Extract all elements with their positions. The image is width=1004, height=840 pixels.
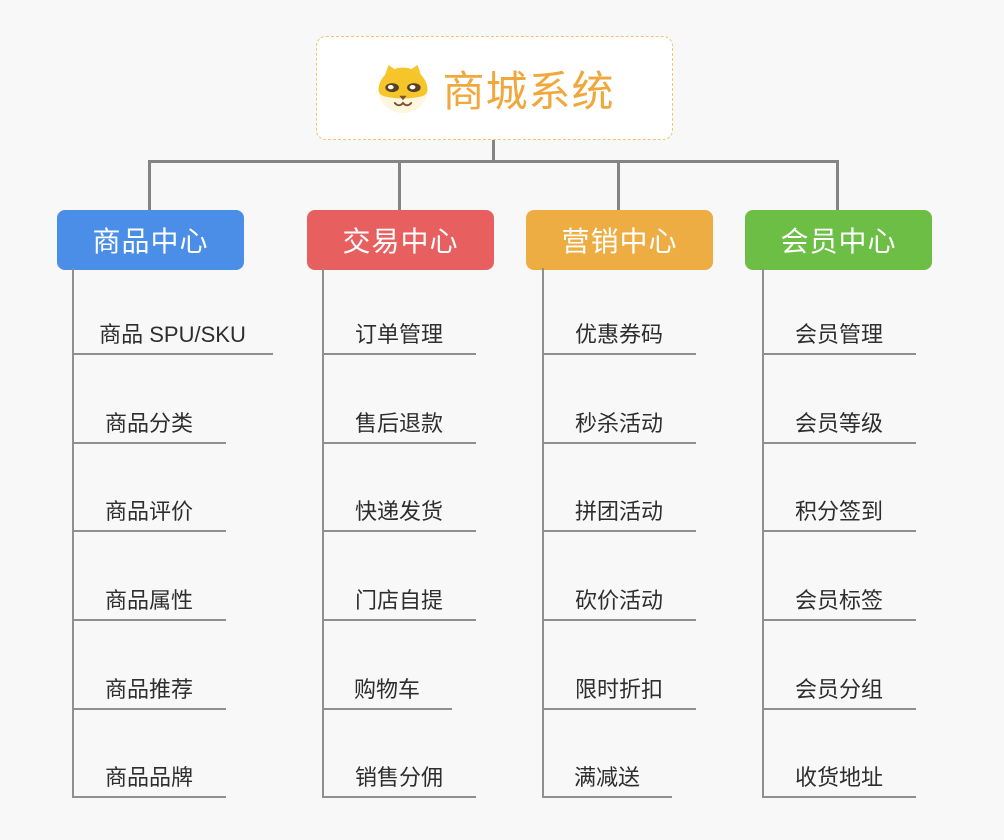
leaf-item[interactable]: 售后退款 <box>322 406 476 444</box>
leaf-label: 订单管理 <box>354 322 443 347</box>
leaf-item[interactable]: 会员标签 <box>762 583 916 621</box>
leaf-label: 门店自提 <box>354 588 443 613</box>
leaf-label: 商品分类 <box>104 411 193 436</box>
trunk-line-4 <box>762 268 764 798</box>
connector-drop-3 <box>617 160 620 210</box>
connector-drop-1 <box>148 160 151 210</box>
leaf-item[interactable]: 商品评价 <box>72 494 226 532</box>
leaf-label: 积分签到 <box>794 499 883 524</box>
leaf-item[interactable]: 限时折扣 <box>542 672 696 710</box>
leaf-label: 会员标签 <box>794 588 883 613</box>
leaf-label: 秒杀活动 <box>574 411 663 436</box>
connector-root-stem <box>492 140 495 163</box>
root-title: 商城系统 <box>442 67 615 115</box>
leaf-item[interactable]: 销售分佣 <box>322 760 476 798</box>
leaf-label: 砍价活动 <box>574 588 663 613</box>
leaf-label: 商品评价 <box>104 499 193 524</box>
leaf-item[interactable]: 拼团活动 <box>542 494 696 532</box>
leaf-label: 销售分佣 <box>354 765 443 790</box>
leaf-item[interactable]: 积分签到 <box>762 494 916 532</box>
leaf-item[interactable]: 门店自提 <box>322 583 476 621</box>
leaf-label: 商品 SPU/SKU <box>99 322 246 347</box>
leaf-label: 商品属性 <box>104 588 193 613</box>
trunk-line-1 <box>72 268 74 798</box>
leaf-item[interactable]: 商品品牌 <box>72 760 226 798</box>
leaf-label: 会员分组 <box>794 677 883 702</box>
connector-drop-2 <box>398 160 401 210</box>
leaf-item[interactable]: 收货地址 <box>762 760 916 798</box>
leaf-label: 会员等级 <box>794 411 883 436</box>
leaf-item[interactable]: 会员分组 <box>762 672 916 710</box>
dog-face-icon <box>379 64 428 113</box>
leaf-label: 会员管理 <box>794 322 883 347</box>
leaf-label: 快递发货 <box>354 499 443 524</box>
leaf-label: 限时折扣 <box>574 677 663 702</box>
leaf-label: 商品品牌 <box>104 765 193 790</box>
leaf-item[interactable]: 满减送 <box>542 760 672 798</box>
leaf-item[interactable]: 快递发货 <box>322 494 476 532</box>
trunk-line-3 <box>542 268 544 798</box>
connector-horizontal <box>148 160 839 163</box>
connector-drop-4 <box>836 160 839 210</box>
leaf-item[interactable]: 会员管理 <box>762 317 916 355</box>
root-node[interactable]: 商城系统 <box>316 36 673 140</box>
leaf-label: 拼团活动 <box>574 499 663 524</box>
leaf-item[interactable]: 商品分类 <box>72 406 226 444</box>
leaf-label: 满减送 <box>573 765 640 790</box>
leaf-label: 购物车 <box>353 677 420 702</box>
leaf-item[interactable]: 优惠券码 <box>542 317 696 355</box>
leaf-item[interactable]: 商品 SPU/SKU <box>72 317 273 355</box>
leaf-item[interactable]: 商品推荐 <box>72 672 226 710</box>
leaf-item[interactable]: 商品属性 <box>72 583 226 621</box>
leaf-label: 收货地址 <box>794 765 883 790</box>
branch-node-product-center[interactable]: 商品中心 <box>57 210 244 270</box>
leaf-item[interactable]: 会员等级 <box>762 406 916 444</box>
leaf-item[interactable]: 订单管理 <box>322 317 476 355</box>
leaf-label: 商品推荐 <box>104 677 193 702</box>
branch-node-trade-center[interactable]: 交易中心 <box>307 210 494 270</box>
branch-node-member-center[interactable]: 会员中心 <box>745 210 932 270</box>
leaf-label: 售后退款 <box>354 411 443 436</box>
leaf-item[interactable]: 砍价活动 <box>542 583 696 621</box>
leaf-item[interactable]: 秒杀活动 <box>542 406 696 444</box>
leaf-item[interactable]: 购物车 <box>322 672 452 710</box>
trunk-line-2 <box>322 268 324 798</box>
branch-node-marketing-center[interactable]: 营销中心 <box>526 210 713 270</box>
leaf-label: 优惠券码 <box>574 322 663 347</box>
